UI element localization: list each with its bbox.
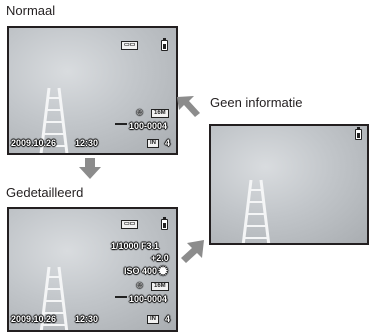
ladder-image xyxy=(39,266,69,330)
date-text: 2009.10.26 xyxy=(11,138,57,148)
face-detect-icon: ☺ xyxy=(135,107,145,117)
battery-icon xyxy=(161,38,168,51)
remaining-count: 4 xyxy=(165,138,171,148)
arrow-down-icon xyxy=(79,158,101,179)
battery-icon xyxy=(161,217,168,230)
ladder-image xyxy=(39,87,69,153)
resolution-badge: 16M xyxy=(151,282,169,291)
file-number: 100-0004 xyxy=(129,294,168,304)
label-normal: Normaal xyxy=(6,3,56,18)
file-number: 100-0004 xyxy=(129,121,168,131)
mode-badge: ▭▭ xyxy=(121,220,139,229)
ladder-image xyxy=(241,179,271,243)
face-detect-icon: ☺ xyxy=(135,280,145,290)
battery-icon xyxy=(355,127,362,140)
exposure-compensation: +2.0 xyxy=(151,253,169,263)
time-text: 12:30 xyxy=(75,138,99,148)
white-balance-icon: ✹ xyxy=(158,264,169,278)
internal-memory-badge: IN xyxy=(147,139,159,148)
arrow-up-right-icon xyxy=(181,240,204,263)
date-text: 2009.10.26 xyxy=(11,314,57,324)
memory-card-badge xyxy=(115,296,127,298)
arrow-up-left-icon xyxy=(177,96,200,117)
internal-memory-badge: IN xyxy=(147,315,159,324)
remaining-count: 4 xyxy=(165,314,171,324)
time-text: 12:30 xyxy=(75,314,99,324)
screen-no-info xyxy=(209,124,369,245)
memory-card-badge xyxy=(115,123,127,125)
screen-normal: ▭▭ ☺ 16M 100-0004 2009.10.26 12:30 IN 4 xyxy=(7,26,178,155)
shutter-aperture: 1/1000 F3.1 xyxy=(111,241,160,251)
label-no-info: Geen informatie xyxy=(210,95,303,110)
iso-value: ISO 400 xyxy=(124,266,158,276)
resolution-badge: 16M xyxy=(151,109,169,118)
mode-badge: ▭▭ xyxy=(121,41,139,50)
screen-detailed: ▭▭ 1/1000 F3.1 +2.0 ISO 400 ✹ ☺ 16M 100-… xyxy=(7,207,178,332)
label-detailed: Gedetailleerd xyxy=(6,185,84,200)
